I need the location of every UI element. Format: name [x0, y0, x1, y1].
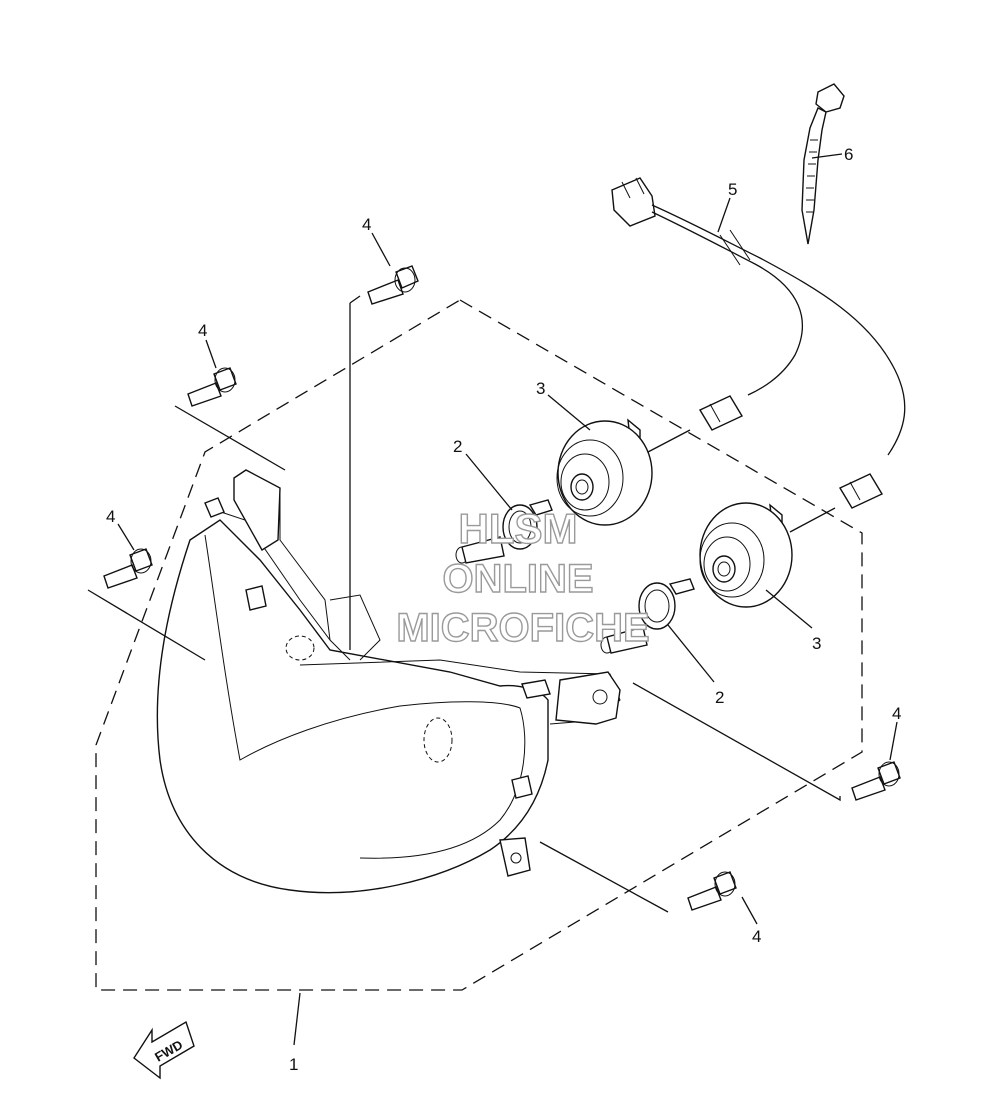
bulb-upper: [455, 499, 553, 564]
bolt-bottom: [687, 871, 737, 911]
watermark-line-3: MICROFICHE: [396, 606, 649, 650]
socket-upper: [556, 418, 653, 526]
socket-lower: [699, 502, 793, 608]
callout-3-lower: 3: [812, 634, 821, 653]
bolt-left-lower: [103, 548, 153, 589]
bolt-top: [367, 265, 419, 305]
callout-6: 6: [844, 145, 853, 164]
callout-3-upper: 3: [536, 379, 545, 398]
callout-2-lower: 2: [715, 688, 724, 707]
leader-lines: [87, 153, 898, 1046]
wire-harness: [611, 177, 906, 509]
bulb-lower: [600, 578, 695, 654]
callout-4-left-upper: 4: [198, 321, 207, 340]
bolt-left-upper: [187, 367, 237, 407]
watermark-line-1: HLSM: [459, 505, 578, 552]
fwd-direction-arrow: FWD: [133, 1020, 195, 1080]
watermark-line-2: ONLINE: [442, 557, 593, 601]
bolt-right: [851, 761, 901, 801]
callout-4-top: 4: [362, 215, 371, 234]
callout-4-right: 4: [892, 704, 901, 723]
callout-4-left-lower: 4: [106, 507, 115, 526]
assembly-outline: [95, 299, 863, 991]
callout-1: 1: [289, 1055, 298, 1074]
headlight-housing: [156, 469, 621, 894]
callout-5: 5: [728, 180, 737, 199]
cable-tie: [801, 83, 845, 245]
callout-4-bottom: 4: [752, 927, 761, 946]
watermark: HLSM ONLINE MICROFICHE: [396, 504, 651, 650]
callout-2-upper: 2: [453, 437, 462, 456]
